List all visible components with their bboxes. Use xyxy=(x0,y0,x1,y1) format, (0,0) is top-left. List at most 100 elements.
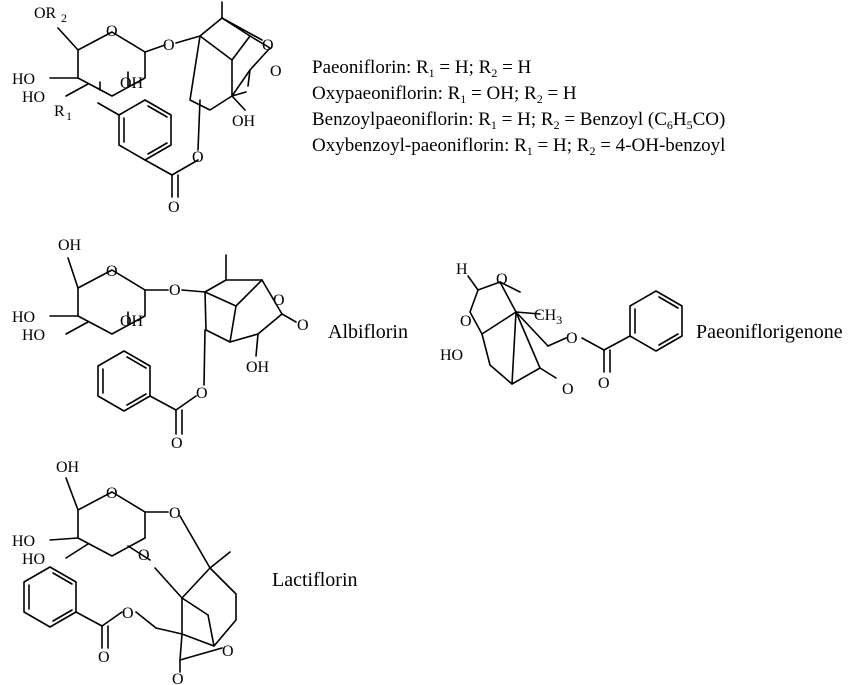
cage2-co xyxy=(281,313,297,323)
legend-val-4b: 4-OH-benzoyl xyxy=(616,135,726,156)
legend-r-4b: R xyxy=(577,135,590,156)
benzene-ring-3 xyxy=(629,290,683,352)
legend-name-2: Oxypaeoniflorin xyxy=(312,83,438,104)
legend-eq-4b: = xyxy=(595,135,615,156)
atom-pg-carbonyl-o: O xyxy=(598,375,610,392)
pg-ring-b xyxy=(481,311,541,385)
atom-lactone-co-4: O xyxy=(172,671,184,685)
legend-sub-3d: 5 xyxy=(687,118,693,132)
bond-aryl-2 xyxy=(149,395,177,411)
legend-r-4a: R xyxy=(514,135,527,156)
benzene2-dbl-2 xyxy=(126,356,147,369)
legend-val-4a: H xyxy=(553,135,567,156)
atom-gly-o-2: O xyxy=(169,282,181,299)
bond-oh-2b xyxy=(65,321,89,335)
substituent-legend: Paeoniflorin: R1 = H; R2 = H Oxypaeonifl… xyxy=(312,57,725,158)
cage4-lactone xyxy=(179,633,183,661)
atom-gly-o-1: O xyxy=(163,37,175,54)
legend-sub-2a: 1 xyxy=(460,92,466,106)
cage-inner-b xyxy=(231,35,251,61)
legend-r-1a: R xyxy=(416,57,429,78)
legend-colon-2: : xyxy=(438,83,448,104)
legend-name-1: Paeoniflorin xyxy=(312,57,406,78)
legend-eq-1a: = xyxy=(435,57,455,78)
legend-val-3b: Benzoyl (C xyxy=(580,109,667,130)
atom-carbonyl-o-1: O xyxy=(168,199,180,216)
legend-eq-2a: = xyxy=(466,83,486,104)
bond-ester-ch2 xyxy=(197,99,201,151)
atom-r1: R xyxy=(54,103,65,120)
benzene-ring-1 xyxy=(118,99,172,161)
legend-eq-1b: = xyxy=(497,57,517,78)
legend-colon-3: : xyxy=(468,109,478,130)
legend-r-3b: R xyxy=(541,109,554,130)
atom-oh-2-top: OH xyxy=(58,237,82,254)
label-lactiflorin: Lactiflorin xyxy=(272,569,358,591)
legend-sep-1: ; xyxy=(469,57,479,78)
atom-cage-o-1: O xyxy=(262,37,274,54)
label-paeoniflorigenone: Paeoniflorigenone xyxy=(696,321,843,343)
atom-carbonyl-o-2: O xyxy=(171,435,183,452)
legend-r-2b: R xyxy=(524,83,537,104)
pg-h-bond xyxy=(467,275,479,291)
bond-gly2 xyxy=(175,35,201,44)
legend-sub-4a: 1 xyxy=(527,144,533,158)
legend-eq-3a: = xyxy=(497,109,517,130)
atom-ring-o-4: O xyxy=(106,485,118,502)
cage2-inner-c xyxy=(229,305,237,343)
atom-ester-o-4: O xyxy=(122,605,134,622)
benzene-dbl-2 xyxy=(147,105,168,118)
atom-r1-sub: 1 xyxy=(66,109,72,123)
atom-oh-2c: OH xyxy=(120,313,144,330)
legend-sub-1a: 1 xyxy=(429,66,435,80)
atom-ester-o-1: O xyxy=(192,149,204,166)
atom-cage-o-2: O xyxy=(270,63,282,80)
atom-ester-o-2: O xyxy=(196,385,208,402)
atom-pg-ester-o: O xyxy=(566,330,578,347)
legend-line-benzoylpaeoniflorin: Benzoylpaeoniflorin: R1 = H; R2 = Benzoy… xyxy=(312,109,725,132)
bond-oh-4b xyxy=(65,543,89,559)
pg-o-ester xyxy=(547,337,567,347)
lactiflorin-structure: OH O O HO HO O O O O O xyxy=(12,459,237,685)
paeoniflorigenone-structure: H O O CH3 HO O O O xyxy=(440,261,683,398)
atom-ring-o-1: O xyxy=(106,23,118,40)
legend-val-1a: H xyxy=(455,57,469,78)
atom-pg-o-2: O xyxy=(460,313,472,330)
cage2-inner-b xyxy=(235,279,263,307)
legend-line-oxybenzoyl: Oxybenzoyl-paeoniflorin: R1 = H; R2 = 4-… xyxy=(312,135,725,158)
pg-aryl xyxy=(603,335,631,351)
benzene4-dbl-2 xyxy=(52,572,73,585)
legend-sep-2: ; xyxy=(514,83,524,104)
atom-carbonyl-o-4: O xyxy=(98,649,110,666)
bond-gly-2b xyxy=(181,289,206,293)
pg-ester-c xyxy=(581,337,605,351)
atom-pg-ketone-o: O xyxy=(562,381,574,398)
pg-o-bond xyxy=(499,281,521,293)
atom-pg-o-1: O xyxy=(496,271,508,288)
atom-pg-ch3-text: CH xyxy=(534,307,557,324)
atom-oh-4-top: OH xyxy=(56,459,80,476)
atom-or2-sub: 2 xyxy=(61,11,67,25)
benzene4-dbl-3 xyxy=(52,609,73,622)
legend-eq-2b: = xyxy=(543,83,563,104)
atom-ho-4a: HO xyxy=(12,533,35,550)
legend-colon-4: : xyxy=(504,135,514,156)
atom-ho-2: HO xyxy=(22,89,45,106)
bond-aryl xyxy=(144,159,173,176)
methyl-4 xyxy=(209,551,231,569)
legend-sub-3a: 1 xyxy=(491,118,497,132)
atom-pg-h: H xyxy=(456,261,468,278)
atom-ho-1: HO xyxy=(12,71,35,88)
atom-cage-oh: OH xyxy=(232,113,256,130)
cage4-inner-a xyxy=(181,597,209,616)
atom-pg-ch3: CH3 xyxy=(534,307,562,327)
atom-ho-2a: HO xyxy=(12,309,35,326)
bond-ch2 xyxy=(57,27,79,51)
atom-gly-o-4: O xyxy=(169,505,181,522)
cage2-oh xyxy=(255,333,259,357)
bond-ester-2 xyxy=(203,329,206,386)
atom-lactone-o-2: O xyxy=(273,292,285,309)
cage-outline-1 xyxy=(189,17,271,111)
legend-val-2b: H xyxy=(563,83,577,104)
